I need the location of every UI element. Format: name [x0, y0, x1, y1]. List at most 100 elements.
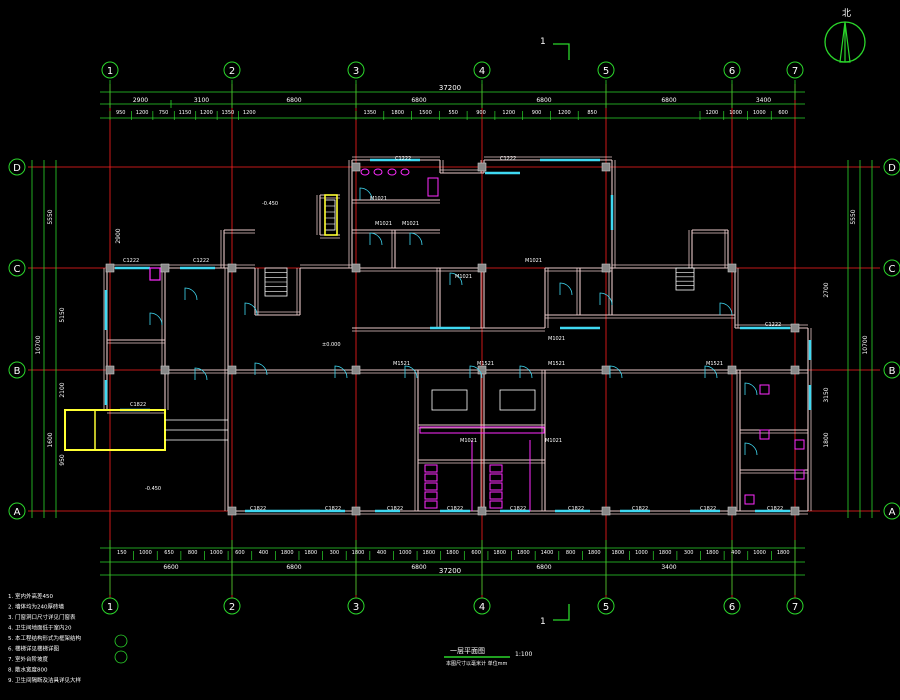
door-swing — [334, 365, 348, 379]
dim-detail: 1150 — [179, 110, 192, 116]
dim-detail: 1000 — [210, 550, 223, 556]
dim-detail: 600 — [778, 110, 788, 116]
door-swing — [369, 232, 383, 246]
walls — [103, 156, 812, 516]
door-window-tag: C1222 — [500, 156, 516, 162]
door-window-tag: M1021 — [375, 221, 392, 227]
stair-right — [675, 267, 695, 291]
dim-bay: 6800 — [411, 97, 426, 104]
fixture-block — [149, 267, 161, 281]
axis-label: 3 — [353, 66, 359, 77]
dim-bay: 6800 — [661, 97, 676, 104]
door-window-tag: C1222 — [193, 258, 209, 264]
structural-column — [477, 506, 487, 516]
dim-detail: 900 — [476, 110, 486, 116]
toilet-stall — [424, 473, 438, 482]
dim-detail: 1400 — [541, 550, 554, 556]
door-window-tag: C1822 — [632, 506, 648, 512]
lab-bench — [499, 389, 536, 411]
door-window-tag: C1822 — [447, 506, 463, 512]
stair-small — [324, 199, 336, 231]
dim-side: 10700 — [862, 335, 869, 354]
lab-bench — [431, 389, 468, 411]
axis-bubble — [597, 61, 615, 79]
dim-detail: 150 — [117, 550, 127, 556]
dim-detail: 1800 — [706, 550, 719, 556]
dim-detail: 600 — [235, 550, 245, 556]
svg-text:1: 1 — [540, 37, 546, 47]
dim-detail: 1500 — [419, 110, 432, 116]
door-swing — [469, 365, 483, 379]
fixture-block — [324, 194, 338, 236]
structural-column — [727, 365, 737, 375]
dim-side: 3150 — [823, 387, 830, 402]
fixture-block — [759, 384, 770, 395]
dim-side: 5550 — [47, 209, 54, 224]
dim-bay: 3400 — [661, 564, 676, 571]
note-line: 3. 门窗洞口尺寸详见门窗表 — [8, 613, 76, 621]
north-arrow: 北 — [824, 8, 866, 63]
dim-detail: 1800 — [611, 550, 624, 556]
axis-label: B — [889, 366, 896, 377]
fixtures — [64, 168, 805, 511]
section-mark-top: 1 — [540, 37, 570, 60]
toilet-stall — [489, 482, 503, 491]
axis-bubble — [347, 61, 365, 79]
toilet-stall — [489, 491, 503, 500]
axis-label: D — [888, 163, 896, 174]
structural-column — [351, 365, 361, 375]
fixture-block — [427, 177, 439, 197]
door-window-tag: M1021 — [455, 274, 472, 280]
dim-side: 2900 — [115, 228, 122, 243]
dim-detail: 1200 — [136, 110, 149, 116]
door-window-tag: C1822 — [510, 506, 526, 512]
level-mark: ±0.000 — [322, 342, 341, 348]
dim-detail: 800 — [566, 550, 576, 556]
dim-detail: 950 — [116, 110, 126, 116]
axis-label: 5 — [603, 66, 609, 77]
dim-detail: 1000 — [139, 550, 152, 556]
dim-detail: 1200 — [706, 110, 719, 116]
door-window-tag: M1021 — [548, 336, 565, 342]
dim-detail: 1800 — [304, 550, 317, 556]
fixture-block — [794, 469, 805, 480]
fixture-block — [759, 429, 770, 440]
toilet-stall — [424, 491, 438, 500]
dim-detail: 1000 — [753, 550, 766, 556]
structural-column — [227, 365, 237, 375]
structural-column — [477, 365, 487, 375]
dim-detail: 850 — [587, 110, 597, 116]
door-window-tag: C1822 — [767, 506, 783, 512]
door-window-tag: M1521 — [706, 361, 723, 367]
toilet-stall — [489, 500, 503, 509]
door-window-tag: C1222 — [123, 258, 139, 264]
door-swing — [519, 365, 533, 379]
dim-detail: 1350 — [221, 110, 234, 116]
axis-label: D — [13, 163, 21, 174]
axis-bubble — [883, 158, 900, 176]
dim-side: 10700 — [35, 335, 42, 354]
dim-detail: 900 — [532, 110, 542, 116]
door-swing — [254, 362, 268, 376]
door-swing — [449, 272, 463, 286]
section-mark-bottom: 1 — [540, 604, 570, 627]
axis-bubble — [883, 259, 900, 277]
door-window-tag: M1521 — [477, 361, 494, 367]
dim-detail: 650 — [164, 550, 174, 556]
dim-detail: 1000 — [729, 110, 742, 116]
structural-column — [601, 162, 611, 172]
structural-column — [790, 323, 800, 333]
door-window-tag: M1021 — [545, 438, 562, 444]
axis-label: 5 — [603, 602, 609, 613]
axis-bubble — [8, 361, 26, 379]
dim-detail: 1800 — [446, 550, 459, 556]
axis-bubble — [8, 259, 26, 277]
toilet-stall — [489, 464, 503, 473]
sink — [387, 168, 397, 176]
dim-side: 2100 — [59, 382, 66, 397]
drawing-title: 一层平面图 — [450, 647, 485, 655]
dim-detail: 1800 — [423, 550, 436, 556]
door-window-tag: C1822 — [700, 506, 716, 512]
